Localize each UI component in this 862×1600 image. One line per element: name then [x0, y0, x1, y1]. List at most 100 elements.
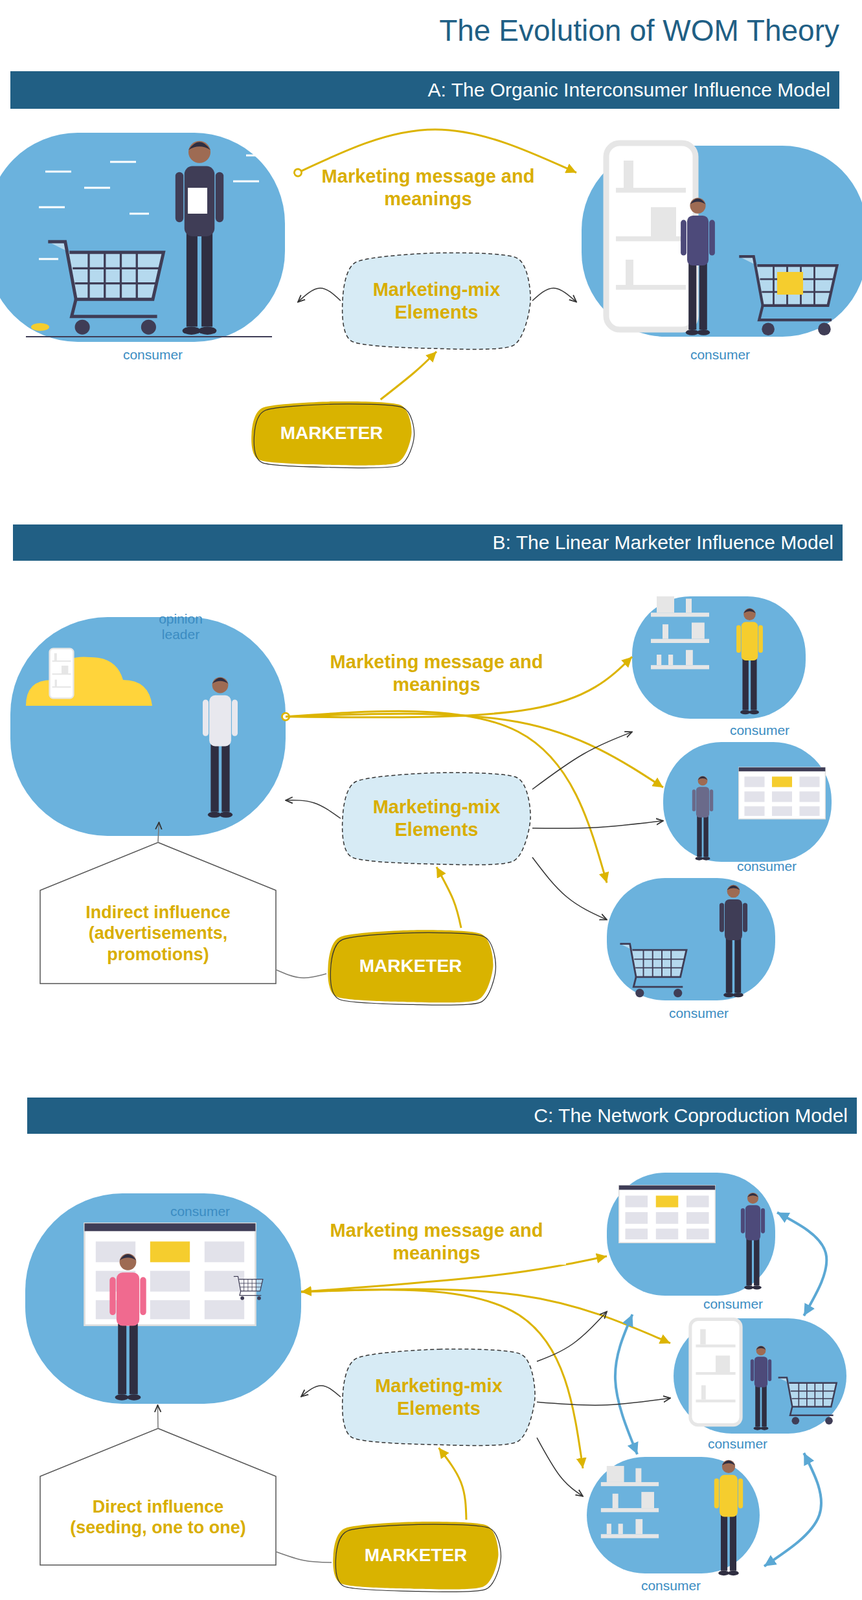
node-label: Marketing-mix Elements	[360, 1374, 518, 1421]
scene-a-right-part	[680, 198, 715, 336]
marketing-mix-blob: Marketing-mix Elements	[340, 1346, 537, 1449]
marketer-blob: MARKETER	[326, 928, 495, 1005]
connector	[158, 822, 160, 842]
scene-c-consumers-part	[714, 1460, 743, 1577]
mix-blob-shape	[342, 1349, 535, 1446]
scene-a-left-part	[25, 336, 273, 338]
section-title: B: The Linear Marketer Influence Model	[492, 531, 834, 554]
text-holder: MARKETER	[339, 933, 482, 1000]
text-holder: Marketing-mix Elements	[358, 256, 515, 346]
role-label: consumer	[123, 347, 183, 363]
scene-a-left-part	[38, 155, 266, 260]
consumer-scene: consumer	[25, 1191, 302, 1406]
role-label: opinion leader	[138, 611, 223, 643]
scene-a-left-part	[31, 323, 50, 331]
scene-b-leader-part	[10, 617, 286, 837]
role-label: consumer	[729, 722, 790, 739]
connector	[276, 970, 327, 978]
scene-a-left	[0, 132, 285, 342]
text-holder: MARKETER	[344, 1525, 488, 1587]
influence-arrow: Direct influence (seeding, one to one)	[39, 1428, 277, 1566]
node-label: MARKETER	[364, 1545, 468, 1566]
scene-a-left-part	[187, 187, 208, 214]
text-holder: Marketing-mix Elements	[358, 1352, 519, 1442]
edge-label: Marketing message and meanings	[306, 1219, 567, 1265]
scene-b-consumers-part	[663, 742, 832, 862]
scene-a-right-part	[777, 272, 804, 295]
section-band: B: The Linear Marketer Influence Model	[12, 524, 843, 561]
marketer-blob-outline	[253, 404, 414, 469]
role-label: consumer	[690, 347, 750, 363]
marketer-blob-shape	[332, 1521, 499, 1590]
scene-b-consumers-part	[619, 944, 687, 999]
marketer-blob: MARKETER	[331, 1519, 500, 1592]
edge-label: Marketing message and meanings	[306, 650, 567, 697]
connector	[536, 1398, 671, 1406]
text-holder: A: The Organic Interconsumer Influence M…	[428, 79, 840, 102]
text-holder: B: The Linear Marketer Influence Model	[492, 531, 843, 554]
scene-b-consumers-part	[736, 608, 763, 715]
consumer-scene: consumer	[670, 1315, 849, 1454]
connector	[157, 1405, 159, 1429]
scene-c-consumers-part	[750, 1345, 772, 1430]
connector	[536, 1437, 583, 1497]
edge-label: Marketing message and meanings	[321, 165, 535, 211]
connector	[532, 731, 633, 790]
section-band: C: The Network Coproduction Model	[27, 1097, 857, 1135]
scene-b-leader-part	[49, 648, 74, 699]
connector	[301, 1289, 671, 1344]
scene-a-left-part	[47, 241, 164, 335]
scene-c-consumers-part	[619, 1185, 716, 1244]
text-holder: MARKETER	[262, 404, 401, 462]
connector-layer-part	[157, 129, 827, 1567]
consumer-scene: consumer	[576, 129, 862, 370]
node-label: Direct influence (seeding, one to one)	[52, 1496, 264, 1539]
house-arrow-shape	[40, 1428, 276, 1566]
house-arrow-shape	[40, 842, 276, 984]
connector	[436, 867, 462, 929]
scene-b-consumers-part	[719, 885, 748, 999]
section-title: A: The Organic Interconsumer Influence M…	[428, 79, 831, 102]
connector	[777, 1213, 827, 1317]
role-label: consumer	[703, 1296, 763, 1313]
role-label: consumer	[707, 1436, 768, 1452]
role-label: consumer	[170, 1203, 230, 1220]
connector	[301, 1290, 583, 1469]
connector	[276, 1552, 332, 1563]
text-holder: Indirect influence (advertisements, prom…	[52, 890, 264, 977]
text-holder: Direct influence (seeding, one to one)	[52, 1476, 264, 1559]
connector	[297, 288, 341, 302]
section-band: A: The Organic Interconsumer Influence M…	[10, 71, 840, 109]
marketer-blob-shape	[327, 930, 493, 1003]
consumer-scene: consumer	[632, 589, 810, 740]
connector	[764, 1453, 822, 1567]
node-label: Marketing-mix Elements	[360, 795, 513, 842]
influence-arrow: Indirect influence (advertisements, prom…	[39, 841, 277, 985]
role-label: consumer	[669, 1005, 729, 1022]
connector	[285, 711, 607, 883]
mix-blob-shape	[342, 772, 532, 865]
connector	[532, 857, 607, 920]
marketing-mix-blob: Marketing-mix Elements	[340, 249, 533, 352]
scene-b-consumers-part	[650, 596, 710, 670]
scene-b-consumers-part	[632, 596, 806, 719]
text-holder: C: The Network Coproduction Model	[533, 1104, 857, 1127]
node-outline	[340, 249, 533, 352]
node-label: MARKETER	[359, 955, 463, 977]
node-outline	[340, 1346, 537, 1449]
marketer-blob: MARKETER	[249, 399, 414, 467]
scene-b-consumers	[606, 596, 832, 1001]
scene-c-consumers-part	[673, 1318, 847, 1434]
scene-a-right-part	[738, 256, 837, 336]
consumer-scene: consumer	[582, 1454, 765, 1595]
consumer-scene: consumer	[663, 740, 836, 875]
connector	[439, 1448, 467, 1520]
scene-c-consumers-part	[601, 1466, 659, 1539]
scene-c-consumers-part	[606, 1172, 776, 1296]
scene-c-left-part	[233, 1277, 263, 1301]
section-title: C: The Network Coproduction Model	[533, 1104, 848, 1127]
scene-c-consumers	[586, 1172, 847, 1576]
consumer-scene: consumer	[606, 1168, 778, 1315]
node-outline	[39, 1428, 277, 1566]
consumer-scene: consumer	[606, 875, 778, 1024]
